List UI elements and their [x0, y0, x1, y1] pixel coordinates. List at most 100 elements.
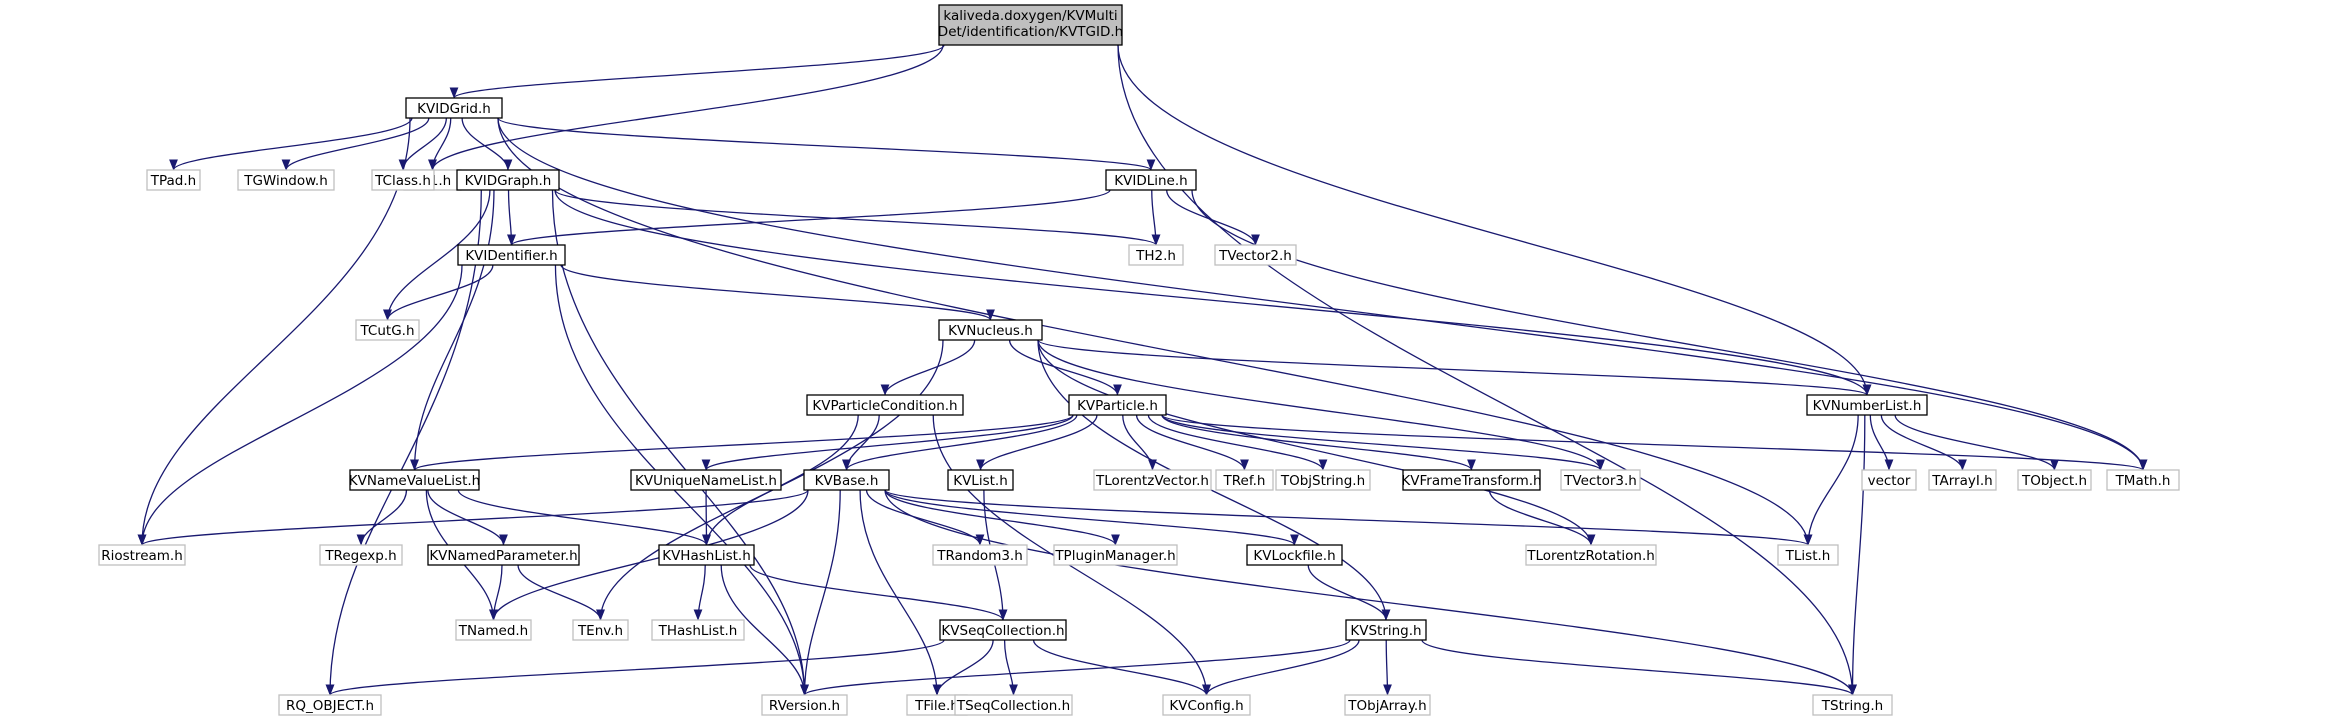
- edge-kvhashlist-to-thashlist: [693, 564, 706, 621]
- node-label-tlorentzvector: TLorentzVector.h: [1095, 473, 1209, 489]
- edge-kvidgraph-to-rversion: [551, 189, 809, 696]
- node-box-kvparticle: [1068, 394, 1167, 416]
- node-kvnucleus[interactable]: KVNucleus.h: [938, 319, 1043, 341]
- node-box-tlorentzrotation: [1525, 544, 1657, 566]
- edge-kvnumberlist-to-tarrayi: [1880, 414, 1967, 471]
- edge-kvbase-to-riostream: [137, 489, 809, 546]
- node-label-tmath: TMath.h: [2115, 473, 2171, 489]
- node-label-kvconfig: KVConfig.h: [1169, 698, 1243, 714]
- edge-kvidgrid-to-tgwindow: [281, 117, 430, 171]
- node-box-tpad: [146, 169, 201, 191]
- node-label-rq_object: RQ_OBJECT.h: [286, 698, 374, 714]
- edge-kvnamevaluelist-to-tregexp: [356, 489, 408, 546]
- edge-kvbase-to-tstring: [884, 489, 1857, 696]
- node-box-tmath: [2106, 469, 2180, 491]
- node-kvframetransform[interactable]: KVFrameTransform.h: [1401, 469, 1542, 491]
- node-tregexp: TRegexp.h: [319, 544, 403, 566]
- node-kvlist[interactable]: KVList.h: [947, 469, 1014, 491]
- node-box-kvframetransform: [1402, 469, 1541, 491]
- node-kvnumberlist[interactable]: KVNumberList.h: [1806, 394, 1928, 416]
- edge-kvseqcollection-to-tfile: [932, 639, 994, 696]
- edge-kvidgrid-to-riostream: [137, 117, 411, 546]
- edge-kvnamevaluelist-to-kvhashlist: [457, 489, 711, 546]
- node-kvuniquenamelist[interactable]: KVUniqueNameList.h: [630, 469, 782, 491]
- node-tlorentzvector: TLorentzVector.h: [1093, 469, 1212, 491]
- edge-kvparticle-to-tvector3: [1161, 414, 1605, 471]
- edge-kvidgrid-to-tf1: [428, 117, 452, 171]
- node-label-th2: TH2.h: [1135, 248, 1176, 264]
- node-box-vector: [1861, 469, 1917, 491]
- node-tclass: TClass.h: [371, 169, 435, 191]
- edge-kvidgrid-to-kvidgraph: [461, 117, 513, 171]
- node-box-thashlist: [651, 619, 745, 641]
- node-tgwindow: TGWindow.h: [237, 169, 335, 191]
- node-kvnamedparameter[interactable]: KVNamedParameter.h: [427, 544, 580, 566]
- node-box-kvidgraph: [456, 169, 560, 191]
- edge-kvidgrid-to-tmath: [497, 117, 2148, 471]
- edge-kvidgraph-to-tcutg: [383, 189, 491, 321]
- edge-kvidgraph-to-rq_object: [325, 189, 482, 696]
- node-label-riostream: Riostream.h: [101, 548, 183, 564]
- edge-kvidgraph-to-th2: [554, 189, 1161, 246]
- node-kvparticlecondition[interactable]: KVParticleCondition.h: [806, 394, 964, 416]
- node-kvnamevaluelist[interactable]: KVNameValueList.h: [349, 469, 480, 491]
- node-label-kvparticlecondition: KVParticleCondition.h: [812, 398, 957, 414]
- node-label-kvidentifier: KVIDentifier.h: [465, 248, 557, 264]
- node-box-tvector2: [1214, 244, 1297, 266]
- edge-kvparticle-to-tlorentzvector: [1122, 414, 1157, 471]
- edge-kvidentifier-to-tcutg: [383, 264, 494, 321]
- node-box-tobject: [2017, 469, 2092, 491]
- node-box-riostream: [98, 544, 186, 566]
- node-vector: vector: [1861, 469, 1917, 491]
- node-kvidgrid[interactable]: KVIDGrid.h: [405, 97, 503, 119]
- node-tlorentzrotation: TLorentzRotation.h: [1525, 544, 1657, 566]
- edge-kvtgid-to-kvnumberlist: [1117, 44, 1872, 396]
- node-label-kvidgraph: KVIDGraph.h: [465, 173, 552, 189]
- node-kvidentifier[interactable]: KVIDentifier.h: [457, 244, 566, 266]
- node-tarrayi: TArrayI.h: [1928, 469, 1997, 491]
- node-box-kvnucleus: [938, 319, 1043, 341]
- node-box-tcutg: [355, 319, 420, 341]
- node-label-kvnamevaluelist: KVNameValueList.h: [349, 473, 480, 489]
- node-box-tobjstring: [1275, 469, 1371, 491]
- node-label-tregexp: TRegexp.h: [324, 548, 396, 564]
- node-label-tfile: TFile.h: [914, 698, 959, 714]
- node-box-kvparticlecondition: [806, 394, 964, 416]
- node-label-tpad: TPad.h: [150, 173, 196, 189]
- node-label-tvector2: TVector2.h: [1218, 248, 1292, 264]
- node-box-rq_object: [278, 694, 382, 716]
- node-box-th2: [1128, 244, 1184, 266]
- node-label-vector: vector: [1868, 473, 1911, 489]
- node-kvidline[interactable]: KVIDLine.h: [1105, 169, 1197, 191]
- edges-layer: [137, 44, 2148, 696]
- node-box-tenv: [572, 619, 629, 641]
- node-kvidgraph[interactable]: KVIDGraph.h: [456, 169, 560, 191]
- node-kvbase[interactable]: KVBase.h: [803, 469, 890, 491]
- node-label-tclass: TClass.h: [374, 173, 431, 189]
- node-label-kvbase: KVBase.h: [815, 473, 879, 489]
- edge-kvidgrid-to-tpad: [169, 117, 413, 171]
- node-kvseqcollection[interactable]: KVSeqCollection.h: [939, 619, 1067, 641]
- node-kvhashlist[interactable]: KVHashList.h: [658, 544, 755, 566]
- node-kvconfig: KVConfig.h: [1162, 694, 1251, 716]
- node-tstring: TString.h: [1812, 694, 1893, 716]
- node-kvtgid[interactable]: kaliveda.doxygen/KVMultiDet/identificati…: [938, 4, 1123, 46]
- edge-kvnumberlist-to-vector: [1869, 414, 1894, 471]
- node-tobjarray: TObjArray.h: [1344, 694, 1431, 716]
- node-box-trandom3: [932, 544, 1028, 566]
- node-tpad: TPad.h: [146, 169, 201, 191]
- edge-kvbase-to-tfile: [859, 489, 942, 696]
- node-kvlockfile[interactable]: KVLockfile.h: [1246, 544, 1343, 566]
- node-label-kvhashlist: KVHashList.h: [662, 548, 751, 564]
- node-label-kvtgid: kaliveda.doxygen/KVMulti: [943, 8, 1117, 24]
- edge-kvframetransform-to-tlorentzrotation: [1488, 489, 1596, 546]
- node-box-kvtgid: [938, 4, 1123, 46]
- node-label-tref: TRef.h: [1223, 473, 1266, 489]
- edge-kvhashlist-to-kvseqcollection: [749, 564, 1008, 621]
- edge-kvidgraph-to-kvidentifier: [507, 189, 516, 246]
- node-kvparticle[interactable]: KVParticle.h: [1068, 394, 1167, 416]
- node-kvstring[interactable]: KVString.h: [1345, 619, 1427, 641]
- node-box-tref: [1215, 469, 1274, 491]
- node-label-kvparticle: KVParticle.h: [1077, 398, 1158, 414]
